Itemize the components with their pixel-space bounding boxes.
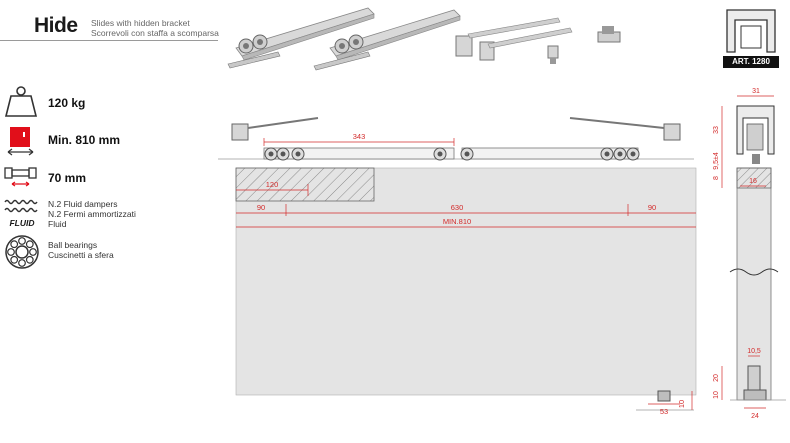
dampers-line-brand: Fluid <box>48 219 67 229</box>
title-divider <box>0 40 218 41</box>
product-subtitle: Slides with hidden bracket Scorrevoli co… <box>91 18 219 38</box>
dim-9-5: 9,5±4 <box>713 152 720 170</box>
bearings-description: Ball bearings Cuscinetti a sfera <box>48 240 114 260</box>
track-profile-icon <box>726 9 776 53</box>
dim-24: 24 <box>751 413 759 420</box>
end-stopper-right <box>569 117 681 141</box>
dim-343: 343 <box>353 132 366 141</box>
dampers-line-en: N.2 Fluid dampers <box>48 199 118 209</box>
floor-guide <box>657 390 671 402</box>
weight-icon <box>4 86 38 117</box>
dim-630: 630 <box>451 203 464 212</box>
thickness-icon <box>4 167 37 187</box>
weight-value: 120 kg <box>48 96 86 110</box>
dim-31: 31 <box>752 88 760 95</box>
dim-8: 8 <box>713 176 720 180</box>
dim-10-bottom: 10 <box>713 391 720 399</box>
dim-10-5: 10,5 <box>747 348 761 355</box>
bearings-line-it: Cuscinetti a sfera <box>48 250 114 260</box>
subtitle-line-en: Slides with hidden bracket <box>91 18 190 28</box>
dim-120: 120 <box>266 180 279 189</box>
dim-20: 20 <box>713 374 720 382</box>
door-panel <box>235 167 697 396</box>
side-section-drawing: 31 33 9,5±4 8 16 10,5 20 10 24 <box>713 88 786 420</box>
product-components-illustration <box>227 7 621 71</box>
ball-bearing-icon <box>5 235 39 269</box>
product-title: Hide <box>34 14 78 37</box>
recess-hatched-area <box>235 167 375 202</box>
slide-right <box>460 147 640 161</box>
front-elevation-drawing: 343 120 90 630 90 MIN.810 53 10 <box>218 117 697 416</box>
fluid-damper-icon: FLUID <box>4 199 38 228</box>
thickness-value: 70 mm <box>48 171 87 185</box>
dampers-description: N.2 Fluid dampers N.2 Fermi ammortizzati… <box>48 199 136 229</box>
bracket-kit <box>455 17 621 64</box>
bearings-line-en: Ball bearings <box>48 240 98 250</box>
dim-16: 16 <box>749 178 757 185</box>
fluid-logo-text: FLUID <box>9 218 34 228</box>
min-width-value: Min. 810 mm <box>48 133 121 147</box>
dim-min810: MIN.810 <box>443 217 471 226</box>
slide-rail-right <box>313 9 461 71</box>
article-code: ART. 1280 <box>723 56 779 68</box>
dim-33: 33 <box>713 126 720 134</box>
slide-left <box>263 147 455 161</box>
dim-90-left: 90 <box>257 203 265 212</box>
dim-10: 10 <box>677 400 686 408</box>
door-width-icon <box>7 127 34 156</box>
dim-53: 53 <box>660 407 668 416</box>
dampers-line-it: N.2 Fermi ammortizzati <box>48 209 136 219</box>
subtitle-line-it: Scorrevoli con staffa a scomparsa <box>91 28 219 38</box>
end-stopper-left <box>231 117 319 141</box>
slide-rail-left <box>227 7 375 69</box>
dim-90-right: 90 <box>648 203 656 212</box>
